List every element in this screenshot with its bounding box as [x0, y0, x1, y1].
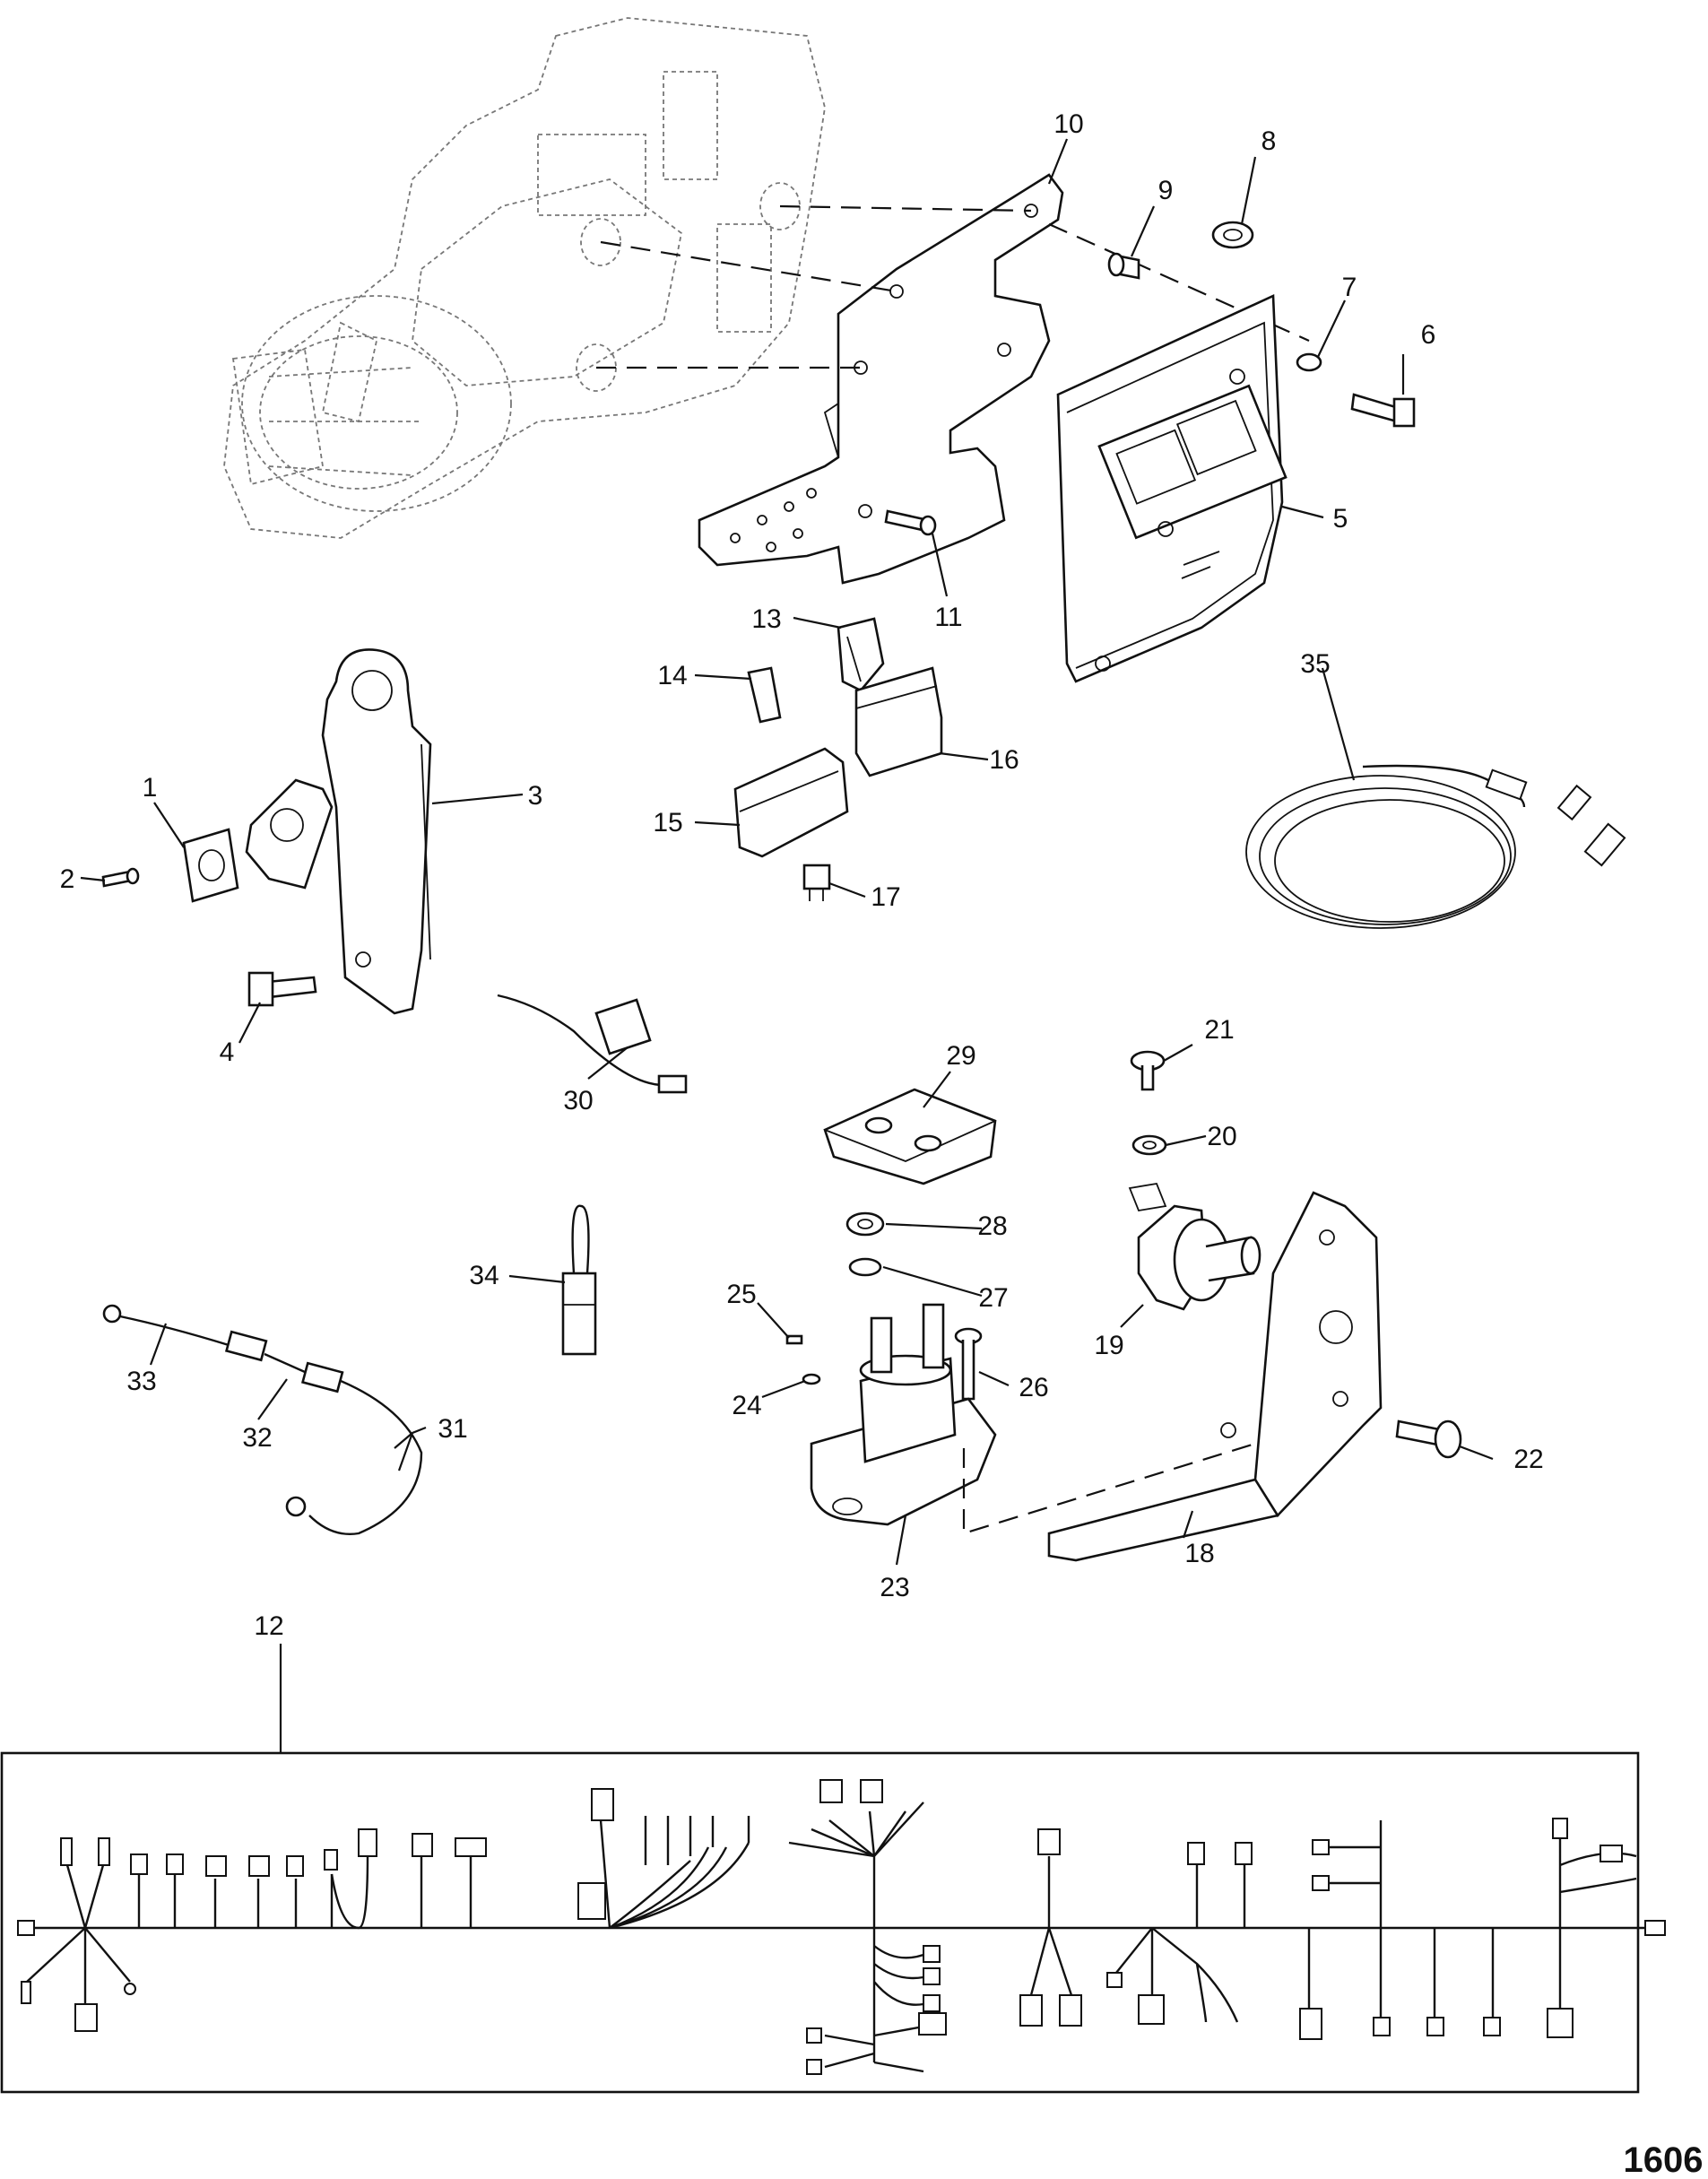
callout-4: 4 — [220, 1037, 235, 1067]
plate-1 — [182, 828, 239, 903]
callout-34: 34 — [469, 1261, 499, 1290]
callout-30: 30 — [563, 1086, 593, 1116]
sleeve-9 — [1107, 252, 1140, 280]
screw-22 — [1395, 1419, 1462, 1459]
clip-14 — [747, 666, 782, 724]
nut-28 — [845, 1211, 885, 1237]
washer-27 — [848, 1257, 882, 1277]
callout-21: 21 — [1204, 1015, 1234, 1045]
washer-20 — [1131, 1134, 1167, 1156]
callout-2: 2 — [60, 864, 75, 894]
switch-19 — [1128, 1182, 1261, 1311]
callout-18: 18 — [1184, 1539, 1214, 1568]
callout-17: 17 — [871, 882, 900, 912]
callout-32: 32 — [242, 1423, 272, 1453]
screw-21 — [1130, 1050, 1166, 1091]
sensor-30 — [497, 994, 688, 1094]
screw-2 — [101, 867, 140, 888]
callout-14: 14 — [657, 661, 687, 690]
callout-1: 1 — [143, 773, 158, 803]
callout-23: 23 — [880, 1573, 909, 1602]
callout-11: 11 — [934, 603, 962, 632]
relay-16 — [854, 666, 943, 777]
part-25 — [785, 1334, 803, 1345]
callout-15: 15 — [653, 808, 682, 838]
solenoid-23 — [810, 1303, 997, 1526]
fuse-17 — [802, 864, 831, 901]
callout-8: 8 — [1261, 126, 1277, 156]
callout-3: 3 — [528, 781, 543, 811]
callout-12: 12 — [254, 1611, 283, 1641]
mount-bracket-18 — [962, 1191, 1383, 1562]
callout-20: 20 — [1207, 1122, 1236, 1151]
figure-number: 1606 — [1624, 2140, 1704, 2179]
callout-22: 22 — [1513, 1445, 1543, 1474]
engine-housing-phantom — [223, 17, 826, 539]
alignment-lines — [596, 204, 1310, 369]
callout-27: 27 — [978, 1283, 1008, 1313]
callout-13: 13 — [751, 604, 781, 634]
grommet-8 — [1211, 221, 1254, 249]
fastener-screw-6 — [1350, 393, 1416, 428]
callout-33: 33 — [126, 1367, 156, 1396]
bracket-3 — [245, 648, 432, 1015]
engine-wiring-harness-12 — [0, 1751, 1666, 2094]
callout-5: 5 — [1333, 504, 1348, 534]
callout-35: 35 — [1300, 649, 1330, 679]
callout-10: 10 — [1053, 109, 1083, 139]
screw-11 — [884, 509, 937, 536]
callout-26: 26 — [1019, 1373, 1048, 1402]
part-24 — [802, 1373, 821, 1385]
callout-25: 25 — [726, 1280, 756, 1309]
leader-lines — [80, 138, 1494, 1753]
washer-7 — [1296, 352, 1322, 372]
ecm-mounting-bracket — [698, 173, 1064, 585]
ground-strap-assembly — [102, 1304, 423, 1535]
callout-19: 19 — [1094, 1331, 1123, 1360]
lanyard-switch-34 — [561, 1204, 597, 1356]
bolt-26 — [954, 1327, 983, 1401]
engine-control-module — [1056, 294, 1288, 683]
callout-labels: 1 2 3 4 5 6 7 8 9 10 11 12 13 14 15 16 1… — [60, 109, 1544, 1641]
callout-9: 9 — [1158, 176, 1174, 205]
callout-24: 24 — [732, 1391, 761, 1420]
callout-31: 31 — [438, 1414, 467, 1444]
clamp-29 — [823, 1088, 997, 1185]
callout-6: 6 — [1421, 320, 1436, 350]
fuse-holder-15 — [733, 747, 849, 858]
callout-7: 7 — [1342, 273, 1357, 302]
callout-29: 29 — [946, 1041, 975, 1071]
relay-clip-13 — [837, 617, 885, 692]
callout-28: 28 — [977, 1211, 1007, 1241]
callout-16: 16 — [989, 745, 1019, 775]
harness-35 — [1245, 764, 1626, 929]
bolt-4 — [247, 971, 317, 1007]
